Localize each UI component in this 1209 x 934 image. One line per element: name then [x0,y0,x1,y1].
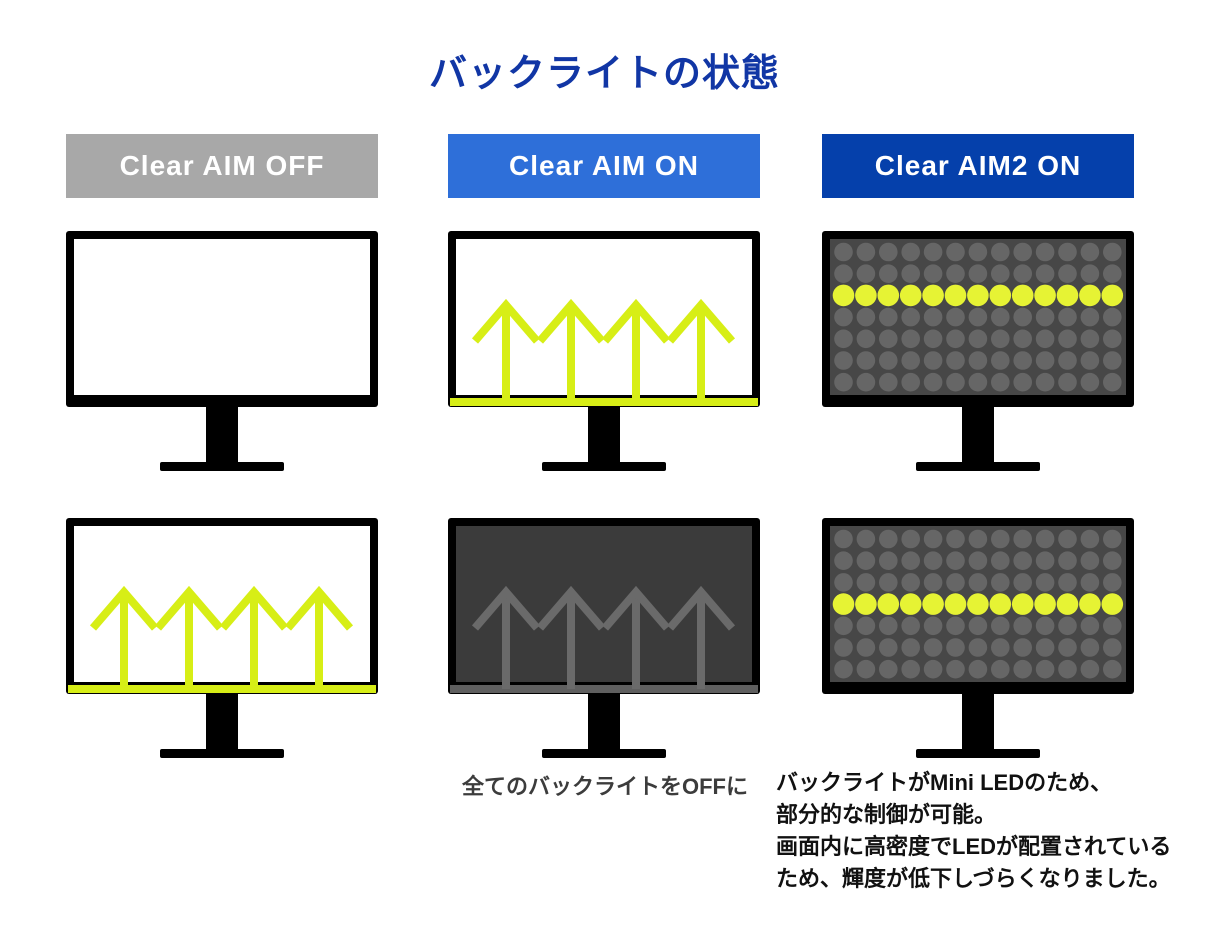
monitor-slot [448,518,760,758]
header-label: Clear AIM OFF [119,150,325,181]
monitor-stand-neck [962,694,994,749]
caption-line: バックライトがMini LEDのため、 [776,770,1113,795]
monitor-bezel [66,231,378,407]
monitor-slot [66,518,378,758]
monitor-bezel [448,518,760,694]
header-clear-aim2-on: Clear AIM2 ON [822,134,1134,198]
header-clear-aim-on: Clear AIM ON [448,134,760,198]
monitor-illustration-white-arrows [66,518,378,758]
monitor-illustration-dark-arrows [448,518,760,758]
mini-led-dot-grid-icon [832,529,1124,679]
monitor-stand-base [542,462,666,471]
monitor-stand-base [916,749,1040,758]
monitor-bezel [822,518,1134,694]
backlight-arrows-icon [471,585,736,689]
monitor-stand-neck [588,407,620,462]
monitor-stand-neck [962,407,994,462]
monitor-bezel [448,231,760,407]
header-clear-aim-off: Clear AIM OFF [66,134,378,198]
monitor-stand-base [916,462,1040,471]
backlight-strip [450,398,758,406]
monitor-stand-base [542,749,666,758]
backlight-arrows-icon [471,298,736,402]
monitor-illustration-white-blank [66,231,378,471]
page-title: バックライトの状態 [428,53,780,95]
caption-clear-aim2-on: バックライトがMini LEDのため、部分的な制御が可能。画面内に高密度でLED… [776,767,1208,895]
caption-line: 画面内に高密度でLEDが配置されている [776,834,1172,859]
monitor-screen [830,526,1126,682]
monitor-stand-neck [206,694,238,749]
monitor-screen [830,239,1126,395]
monitor-illustration-dots [822,518,1134,758]
backlight-strip [450,685,758,693]
header-label: Clear AIM2 ON [874,150,1082,181]
column-clear-aim2-on: Clear AIM2 ON [822,134,1134,794]
monitor-screen [74,239,370,395]
monitor-illustration-dots [822,231,1134,471]
monitor-bezel [66,518,378,694]
backlight-arrows-icon [89,585,354,689]
monitor-stand-base [160,462,284,471]
monitor-slot [66,231,378,471]
caption-line: 部分的な制御が可能。 [776,802,997,827]
monitor-stand-neck [206,407,238,462]
caption-line: ため、輝度が低下しづらくなりました。 [776,866,1171,891]
mini-led-dot-grid-icon [832,242,1124,392]
monitor-stand-base [160,749,284,758]
monitor-slot [822,231,1134,471]
monitor-slot [448,231,760,471]
caption-clear-aim-on: 全てのバックライトをOFFに [462,774,748,799]
column-clear-aim-off: Clear AIM OFF [66,134,378,794]
monitor-bezel [822,231,1134,407]
monitor-stand-neck [588,694,620,749]
column-clear-aim-on: Clear AIM ON [448,134,760,794]
monitor-slot [822,518,1134,758]
monitor-illustration-white-arrows [448,231,760,471]
backlight-strip [68,685,376,693]
header-label: Clear AIM ON [509,150,699,181]
